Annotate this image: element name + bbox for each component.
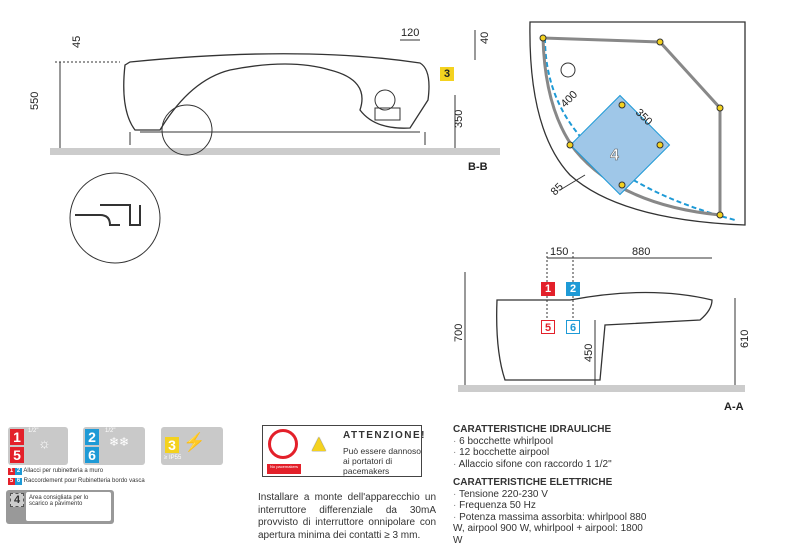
spec-item: 6 bocchette whirlpool bbox=[453, 436, 612, 448]
badge-3: 3 bbox=[440, 67, 454, 81]
dim-85: 85 bbox=[549, 181, 566, 198]
hydraulic-specs: CARATTERISTICHE IDRAULICHE 6 bocchette w… bbox=[453, 423, 612, 470]
warning-text: Può essere dannoso ai portatori di pacem… bbox=[343, 446, 421, 476]
tile-cold-water: 2 6 1/2" ❄❄ bbox=[83, 427, 145, 465]
dim-880: 880 bbox=[632, 246, 650, 258]
ip-rating: ≥ IP55 bbox=[164, 455, 182, 461]
dim-700: 700 bbox=[453, 324, 465, 342]
badge-5: 5 bbox=[541, 320, 555, 334]
tile-size: 1/2" bbox=[28, 428, 39, 434]
spec-item: Potenza massima assorbita: whirlpool 880… bbox=[453, 512, 653, 547]
tile-hot-water: 1 5 1/2" ☼ bbox=[8, 427, 68, 465]
dim-40: 40 bbox=[479, 32, 491, 44]
dim-45: 45 bbox=[71, 36, 83, 48]
sun-icon: ☼ bbox=[38, 435, 51, 451]
warning-title: ATTENZIONE! bbox=[343, 430, 426, 441]
magnet-warning-icon: ▲ bbox=[307, 430, 331, 457]
tile-electric: 3 ≥ IP55 ⚡ bbox=[161, 427, 223, 465]
top-view bbox=[529, 21, 746, 226]
no-pacemaker-sign: No pacemakers bbox=[267, 464, 301, 474]
dim-610: 610 bbox=[739, 330, 751, 348]
badge-1: 1 bbox=[541, 282, 555, 296]
hydraulic-title: CARATTERISTICHE IDRAULICHE bbox=[453, 424, 612, 435]
electric-title: CARATTERISTICHE ELETTRICHE bbox=[453, 477, 613, 488]
dim-400: 400 bbox=[559, 89, 580, 110]
spec-item: Frequenza 50 Hz bbox=[453, 500, 653, 512]
electric-specs: CARATTERISTICHE ELETTRICHE Tensione 220-… bbox=[453, 476, 653, 546]
dim-150: 150 bbox=[550, 246, 568, 258]
no-pacemaker-icon bbox=[268, 429, 298, 459]
spec-item: Tensione 220-230 V bbox=[453, 489, 653, 501]
tile-num-3: 3 bbox=[165, 437, 179, 453]
section-bb bbox=[50, 30, 500, 264]
dim-120: 120 bbox=[401, 27, 419, 39]
tile-size: 1/2" bbox=[105, 428, 116, 434]
mini-6: 6 bbox=[15, 478, 22, 485]
tile-num-1: 1 bbox=[10, 429, 24, 445]
install-note: Installare a monte dell'apparecchio un i… bbox=[258, 492, 436, 541]
section-aa-label: A-A bbox=[724, 401, 744, 413]
legend-text: Raccordement pour Rubinetteria bordo vas… bbox=[23, 478, 145, 484]
area-num: 4 bbox=[10, 493, 24, 507]
mini-1: 1 bbox=[8, 468, 15, 475]
section-aa bbox=[458, 252, 745, 392]
tile-num-5: 5 bbox=[10, 447, 24, 463]
badge-6: 6 bbox=[566, 320, 580, 334]
legend-area-4: 4 Area consigliata per lo scarico a pavi… bbox=[6, 490, 114, 524]
mini-2: 2 bbox=[15, 468, 22, 475]
snowflake-icon: ❄❄ bbox=[109, 435, 130, 449]
dim-350: 350 bbox=[453, 110, 465, 128]
spec-item: 12 bocchette airpool bbox=[453, 447, 612, 459]
dim-450: 450 bbox=[583, 344, 595, 362]
tile-num-6: 6 bbox=[85, 447, 99, 463]
spec-item: Allaccio sifone con raccordo 1 1/2" bbox=[453, 459, 612, 471]
badge-2: 2 bbox=[566, 282, 580, 296]
mini-5: 5 bbox=[8, 478, 15, 485]
tile-num-2: 2 bbox=[85, 429, 99, 445]
legend-text: Allacci per rubinetteria a muro bbox=[23, 468, 104, 474]
area-4-label: 4 bbox=[610, 147, 619, 164]
area-text: Area consigliata per lo scarico a pavime… bbox=[26, 492, 111, 521]
dim-550: 550 bbox=[29, 92, 41, 110]
pacemaker-warning: No pacemakers ▲ ATTENZIONE! Può essere d… bbox=[262, 425, 424, 477]
plug-lightning-icon: ⚡ bbox=[183, 432, 206, 452]
section-bb-label: B-B bbox=[468, 161, 488, 173]
